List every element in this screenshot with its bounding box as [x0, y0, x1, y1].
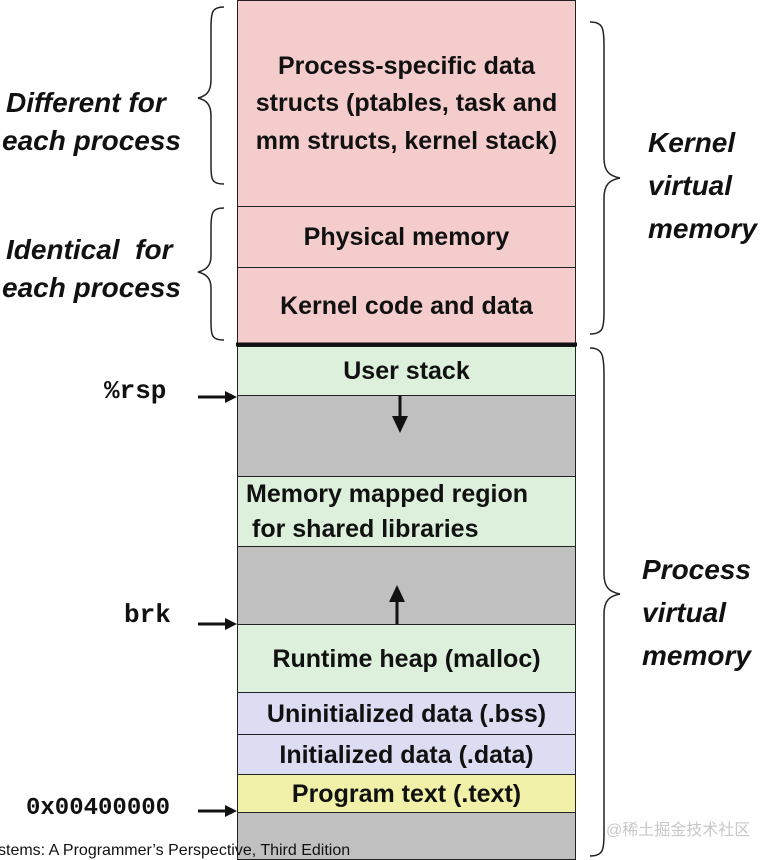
text-start-arrow	[198, 805, 237, 817]
rsp-label: %rsp	[104, 376, 167, 406]
heap-gap-segment	[237, 546, 576, 626]
user-stack-label: User stack	[343, 357, 470, 386]
mmap-region-label-line2: for shared libraries	[252, 515, 479, 543]
user-stack-segment: User stack	[237, 346, 576, 397]
different-brace	[197, 6, 225, 185]
different-label-line1: Different for	[6, 87, 166, 118]
text-start-address: 0x00400000	[26, 795, 171, 822]
runtime-heap-segment: Runtime heap (malloc)	[237, 624, 576, 694]
brk-label: brk	[124, 600, 171, 630]
brk-arrow	[198, 618, 237, 630]
rsp-arrow	[198, 391, 237, 403]
kernel-label-line2: virtual	[648, 170, 733, 201]
physical-memory-segment: Physical memory	[237, 206, 576, 269]
identical-label-line1: Identical for	[6, 234, 173, 265]
data-label: Initialized data (.data)	[279, 740, 534, 769]
process-specific-label: Process-specific data structs (ptables, …	[255, 51, 558, 155]
process-specific-segment: Process-specific data structs (ptables, …	[237, 0, 576, 208]
identical-label-line2: each process	[2, 272, 181, 303]
kernel-brace	[589, 21, 621, 335]
stack-gap-segment	[237, 395, 576, 478]
kernel-label-line1: Kernel	[648, 127, 736, 158]
heap-grow-up-arrow	[389, 585, 405, 624]
bss-segment: Uninitialized data (.bss)	[237, 692, 576, 736]
watermark: @稀土掘金技术社区	[606, 822, 751, 839]
mmap-region-segment: Memory mapped region for shared libraries	[237, 476, 576, 548]
text-segment: Program text (.text)	[237, 774, 576, 814]
different-label-line2: each process	[2, 125, 181, 156]
stack-grow-down-arrow	[392, 396, 408, 433]
bss-label: Uninitialized data (.bss)	[266, 699, 547, 728]
process-label-line1: Process	[642, 554, 751, 585]
physical-memory-label: Physical memory	[303, 223, 510, 252]
process-label-line3: memory	[642, 640, 751, 671]
mmap-region-label-line1: Memory mapped region	[246, 480, 528, 508]
kernel-code-label: Kernel code and data	[280, 291, 533, 320]
process-label-line2: virtual	[642, 597, 727, 628]
identical-brace	[197, 207, 225, 341]
text-label: Program text (.text)	[291, 779, 522, 808]
data-segment: Initialized data (.data)	[237, 734, 576, 776]
process-brace	[589, 347, 621, 857]
footer-caption: stems: A Programmer’s Perspective, Third…	[0, 842, 351, 859]
runtime-heap-label: Runtime heap (malloc)	[272, 644, 541, 673]
kernel-label-line3: memory	[648, 213, 757, 244]
